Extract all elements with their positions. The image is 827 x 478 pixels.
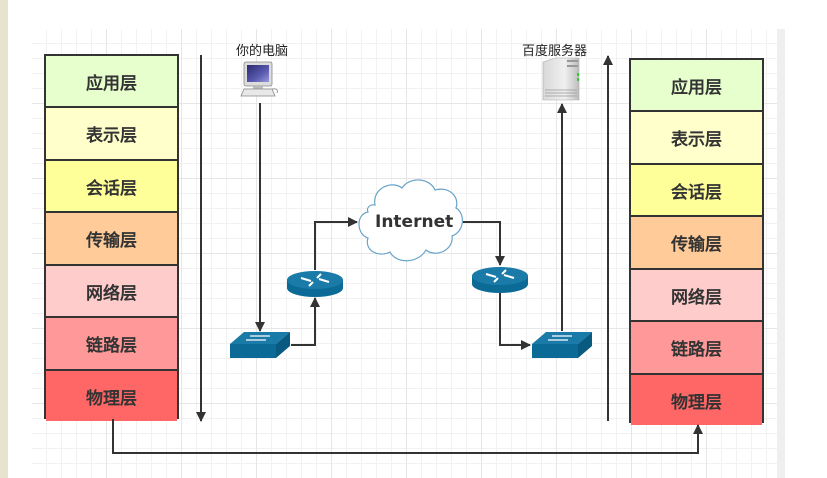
- left-edge-strip: [0, 0, 8, 478]
- client-osi-stack: 应用层 表示层 会话层 传输层 网络层 链路层 物理层: [44, 54, 179, 422]
- router-to-switch-link: [499, 293, 531, 350]
- client-layer-application: 应用层: [46, 56, 177, 107]
- switch-to-router-link: [291, 297, 320, 346]
- internet-label: Internet: [375, 212, 454, 232]
- server-osi-stack: 应用层 表示层 会话层 传输层 网络层 链路层 物理层: [629, 58, 764, 426]
- client-layer-physical: 物理层: [46, 370, 177, 422]
- router-icon: [287, 271, 343, 297]
- internet-to-router-link: [463, 221, 505, 266]
- cloud-icon: [358, 179, 463, 262]
- server-layer-physical: 物理层: [631, 374, 762, 426]
- server-label: 百度服务器: [522, 44, 588, 59]
- server-layer-presentation: 表示层: [631, 112, 762, 163]
- server-layer-session: 会话层: [631, 164, 762, 216]
- server-layer-application: 应用层: [631, 60, 762, 111]
- server-layer-transport: 传输层: [631, 217, 762, 268]
- client-label: 你的电脑: [236, 44, 289, 59]
- network-switch-icon: [230, 332, 290, 358]
- client-layer-presentation: 表示层: [46, 108, 177, 159]
- canvas-scrollbar-gutter: [777, 29, 785, 478]
- client-layer-session: 会话层: [46, 160, 177, 212]
- physical-medium-link: [112, 419, 703, 454]
- server-layer-network: 网络层: [631, 269, 762, 321]
- router-to-internet-link: [314, 217, 358, 270]
- router-icon: [472, 267, 528, 293]
- client-layer-link: 链路层: [46, 318, 177, 369]
- server-layer-link: 链路层: [631, 322, 762, 373]
- network-switch-icon: [532, 332, 592, 358]
- server-tower-icon: [542, 57, 580, 101]
- client-layer-network: 网络层: [46, 265, 177, 317]
- client-layer-transport: 传输层: [46, 213, 177, 264]
- desktop-computer-icon: [240, 61, 278, 97]
